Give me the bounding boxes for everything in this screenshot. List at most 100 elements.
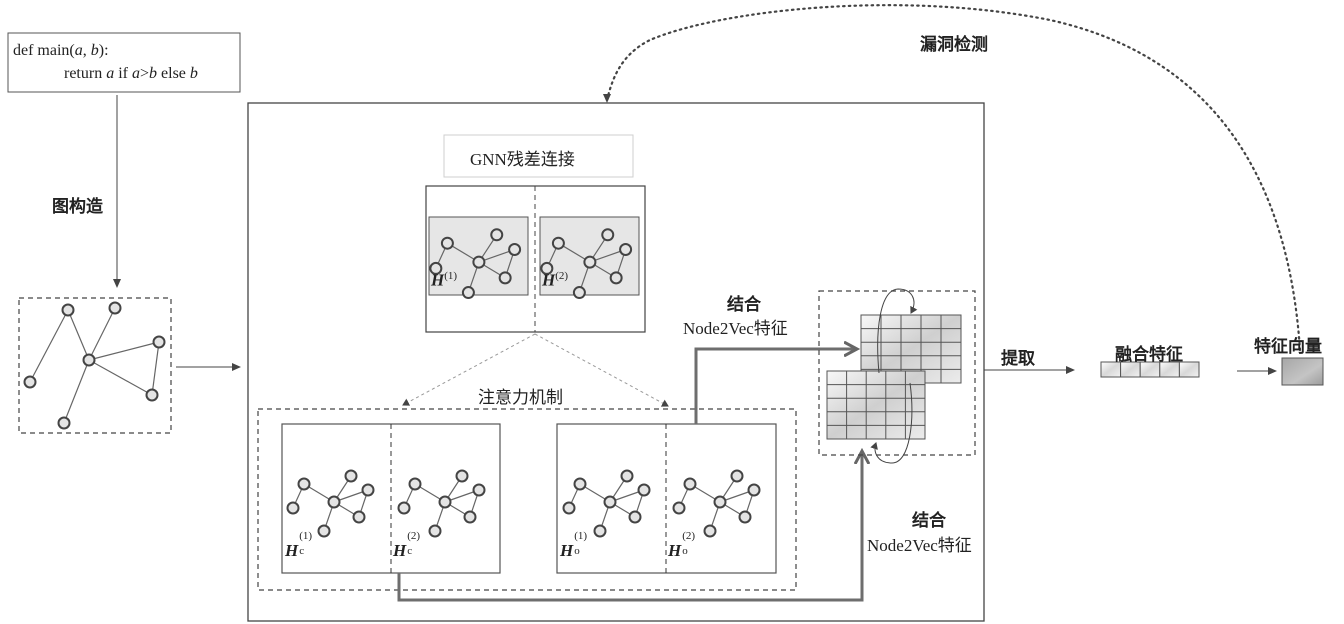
h-symbol: H [542, 270, 556, 290]
code-text: else [157, 65, 190, 82]
graph-node [145, 388, 159, 402]
gnn-title-box [443, 134, 634, 178]
h-superscript: (2) [407, 530, 421, 542]
graph-node [286, 501, 300, 515]
graph-node [472, 483, 486, 497]
graph-node [344, 469, 358, 483]
input-graph-box [18, 297, 172, 434]
gnn-residual-title: GNN残差连接 [470, 145, 575, 170]
graph-node [490, 228, 504, 242]
h-superscript: (2) [555, 270, 569, 282]
fused-features-label: 融合特征 [1115, 345, 1183, 365]
combine-arrow-bottom [397, 452, 862, 602]
code-text: > [139, 65, 150, 82]
graph-node [619, 243, 633, 256]
h-symbol: H [285, 541, 299, 560]
graph-node [152, 335, 166, 349]
graph-edge [67, 309, 90, 361]
h-superscript: (1) [444, 270, 458, 282]
graph-node [297, 477, 311, 491]
graph-edge [63, 359, 90, 424]
h-symbol: H [668, 541, 682, 560]
graph-node [352, 510, 366, 524]
code-line-2: return a if a>b else b [64, 64, 198, 84]
code-text: if [114, 65, 132, 82]
graph-node [620, 469, 634, 483]
graph-node [551, 236, 565, 250]
graph-node [440, 236, 454, 250]
fused-feature-strip [1100, 361, 1200, 378]
rotation-curve-bottom [870, 382, 913, 464]
hc1-graph [286, 469, 375, 538]
graph-edge [88, 307, 116, 361]
h-superscript: (1) [299, 530, 313, 542]
graph-node [738, 510, 752, 524]
graph-node [429, 261, 443, 275]
h-subscript: c [407, 545, 413, 557]
hc1-label: H(1)c [285, 530, 316, 561]
code-var: b [90, 42, 99, 59]
gnn-residual-text: GNN残差连接 [470, 150, 575, 169]
graph-edge [88, 359, 153, 396]
h-superscript: (2) [682, 530, 696, 542]
ho2-graph [672, 469, 761, 538]
input-graph [23, 301, 166, 430]
graph-node [361, 483, 375, 497]
attention-label: 注意力机制 [478, 388, 563, 408]
graph-node [61, 303, 75, 317]
graph-node [747, 483, 761, 497]
code-text: def main( [13, 42, 75, 59]
h1-graph [429, 228, 522, 300]
code-var: a [131, 65, 140, 82]
graph-node [463, 510, 477, 524]
feature-vector-box [1281, 357, 1324, 386]
graph-node [540, 261, 554, 275]
h-subscript: o [574, 545, 580, 557]
h-symbol: H [431, 270, 445, 290]
h2-label: H(2) [542, 270, 568, 291]
graph-edge [151, 341, 160, 396]
extract-label: 提取 [1001, 349, 1035, 369]
code-box [7, 32, 241, 93]
ho2-label: H(2)o [668, 530, 699, 561]
graph-node [583, 255, 597, 269]
graph-node [23, 375, 37, 389]
graph-node [672, 501, 686, 515]
vuln-detection-label: 漏洞检测 [920, 35, 988, 55]
graph-node [108, 301, 122, 315]
attention-arrow-left [402, 333, 536, 406]
combine-bottom-label-2: Node2Vec特征 [867, 536, 972, 555]
graph-node [703, 524, 717, 538]
h-symbol: H [393, 541, 407, 560]
graph-node [461, 286, 475, 300]
graph-node [601, 228, 615, 242]
graph-node [609, 271, 623, 285]
graph-node [603, 495, 617, 509]
matrix-box [818, 290, 976, 456]
ho1-graph [562, 469, 651, 538]
code-var: a [106, 65, 115, 82]
graph-node [397, 501, 411, 515]
graph-node [327, 495, 341, 509]
vuln-detection-arc [605, 4, 1302, 352]
h-superscript: (1) [574, 530, 588, 542]
graph-edge [29, 309, 69, 383]
rotation-curve-top [877, 288, 918, 374]
graph-node [573, 477, 587, 491]
combine-bottom-label-1: 结合 [912, 511, 946, 531]
code-text: , [82, 42, 91, 59]
code-var: b [149, 65, 158, 82]
graph-construction-label: 图构造 [52, 197, 103, 217]
graph-node [317, 524, 331, 538]
graph-node [428, 524, 442, 538]
matrix-frame [826, 370, 926, 440]
hc2-graph [397, 469, 486, 538]
graph-node [713, 495, 727, 509]
graph-node [572, 286, 586, 300]
hc2-label: H(2) c [393, 530, 424, 561]
feature-matrix-front [826, 370, 926, 440]
graph-node [82, 353, 96, 367]
code-var: b [189, 65, 198, 82]
graph-edge [88, 341, 160, 361]
